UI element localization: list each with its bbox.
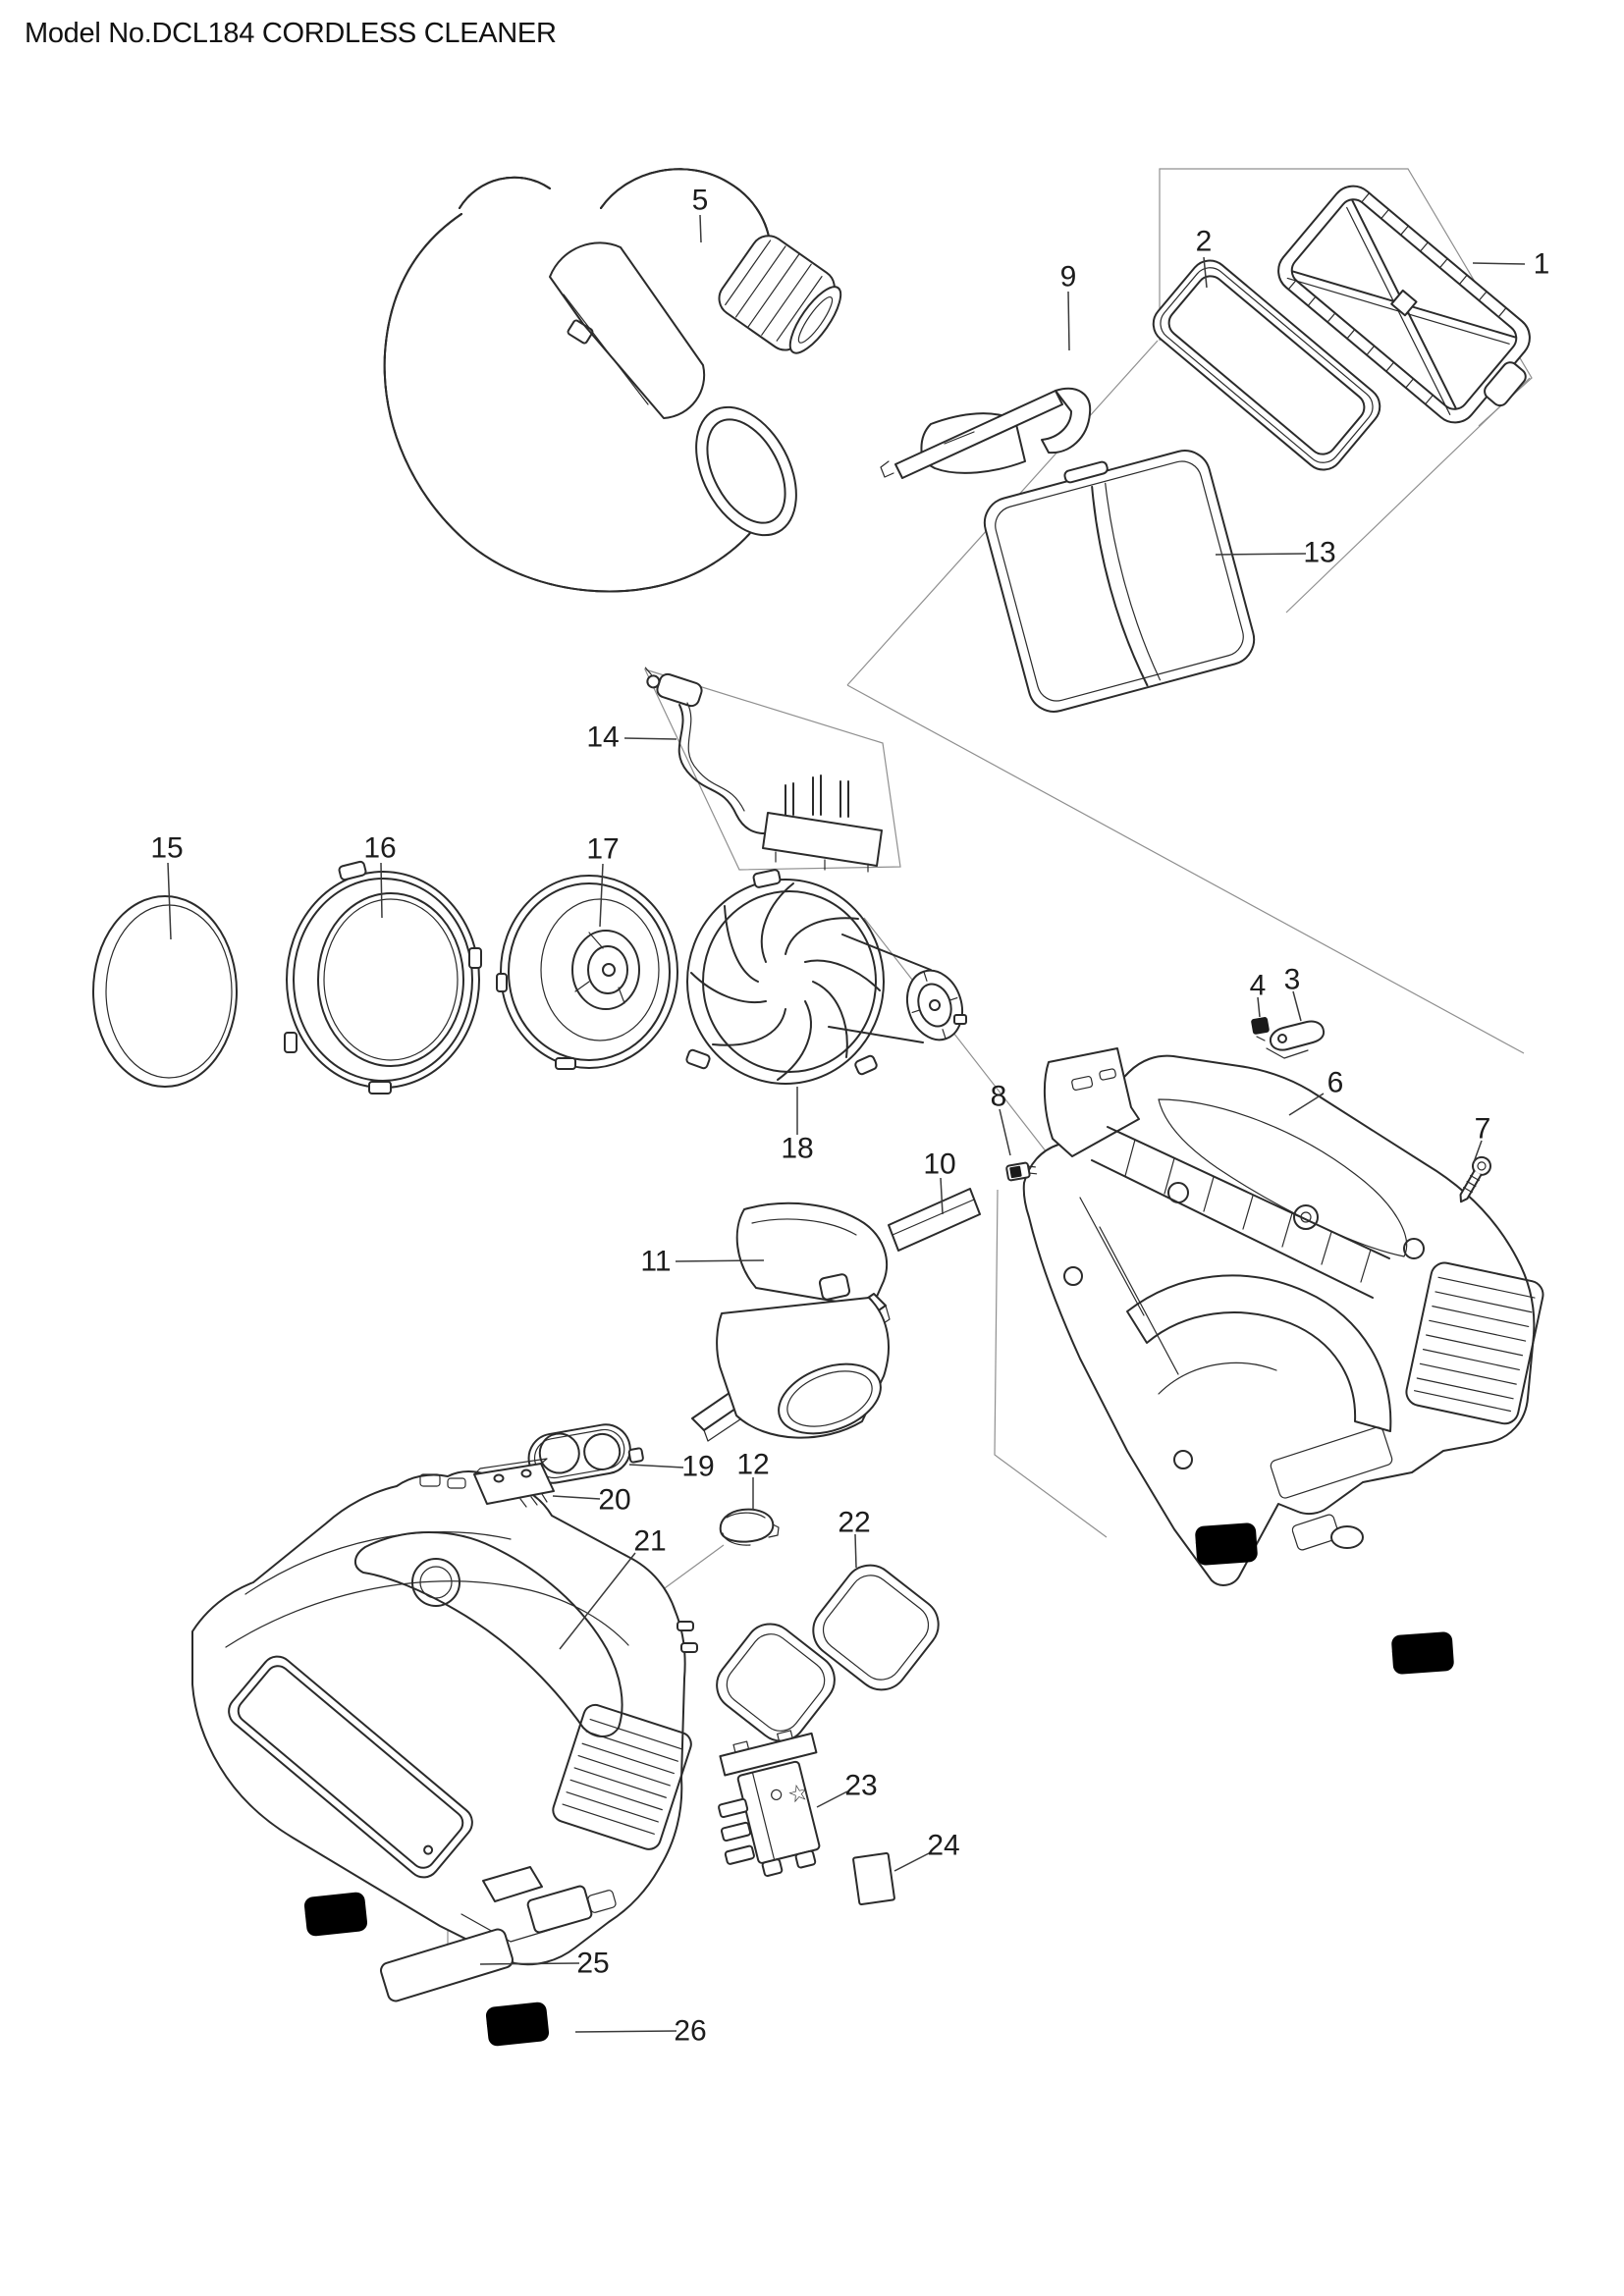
part-callout-7: 7 [1475,1113,1491,1146]
part-drawing-foot-body [303,1891,368,1938]
part-callout-16: 16 [363,832,396,865]
part-drawing-17-fan-cover [496,875,678,1070]
part-drawing-15-cloth-cover [92,895,238,1088]
part-callout-24: 24 [927,1830,959,1862]
part-drawing-3-lever [1266,1020,1326,1059]
part-callout-2: 2 [1196,226,1213,258]
part-callout-4: 4 [1250,970,1267,1002]
part-drawing-26-foot [485,2001,550,2048]
part-drawing-21-body: makita [191,1470,698,1966]
part-drawing-7-screw [1459,1155,1491,1203]
part-drawing-4-nut [1251,1017,1270,1041]
part-callout-17: 17 [586,833,619,866]
part-drawing-13-dust-case [983,450,1256,713]
part-drawing-18-motor-fan [685,869,967,1085]
part-drawing-16-filter-ring [284,860,482,1095]
part-callout-13: 13 [1303,537,1335,569]
part-drawing-1-filter-frame [1277,185,1531,424]
part-drawing-foot-housing-a [1194,1522,1259,1567]
part-callout-12: 12 [736,1449,769,1481]
part-callout-1: 1 [1534,248,1550,281]
part-callout-3: 3 [1284,964,1301,996]
part-callout-14: 14 [586,721,619,754]
part-drawing-22-filters [716,1564,940,1742]
part-callout-15: 15 [150,832,183,865]
part-drawing-25-sticker [380,1928,514,2002]
part-drawing-5-hose [383,168,842,593]
part-callout-19: 19 [681,1451,714,1483]
part-callout-25: 25 [576,1948,609,1980]
part-callout-23: 23 [844,1770,877,1802]
part-drawing-2-gasket [1152,259,1381,471]
part-drawing-14-switch-lead [644,667,883,873]
part-callout-18: 18 [781,1133,813,1165]
part-callout-9: 9 [1060,261,1077,294]
part-callout-6: 6 [1327,1067,1344,1099]
part-callout-8: 8 [991,1081,1007,1113]
part-callout-5: 5 [692,185,709,217]
part-drawing-23-switch: ☆ [718,1730,821,1877]
part-drawing-foot-housing-b [1390,1630,1455,1676]
part-callout-26: 26 [674,2015,706,2048]
part-callout-11: 11 [640,1246,671,1278]
part-drawing-9-lever [880,387,1092,479]
page-title: Model No.DCL184 CORDLESS CLEANER [25,18,557,49]
part-drawing-11-nozzle-holder [691,1201,891,1442]
part-callout-21: 21 [633,1525,666,1558]
part-callout-22: 22 [838,1507,870,1539]
part-drawing-19-button-cover [527,1423,644,1484]
leader-lines [167,214,1526,2033]
part-callout-10: 10 [923,1148,955,1181]
part-drawing-24-label [852,1851,895,1906]
part-drawing-6-housing [1022,1047,1544,1586]
part-drawing-20-plate [473,1458,555,1508]
part-drawing-12-cap [719,1508,780,1546]
part-callout-20: 20 [598,1484,630,1517]
part-drawing-8-clip [1005,1161,1038,1182]
part-drawing-10-filter-plate [888,1188,981,1252]
